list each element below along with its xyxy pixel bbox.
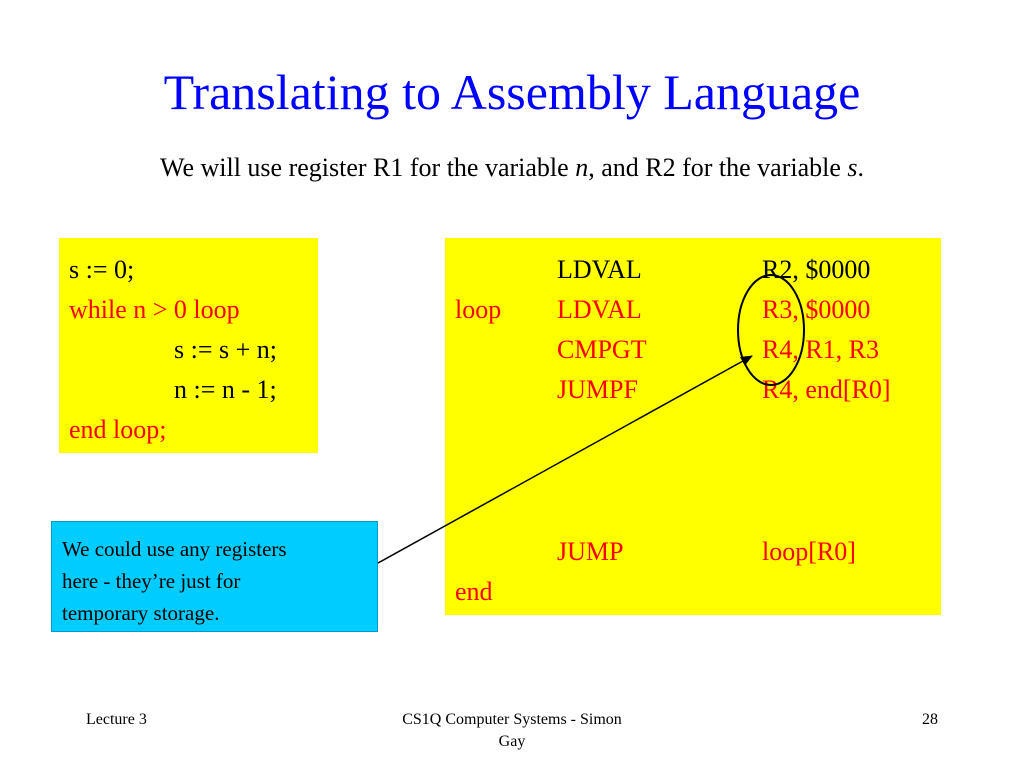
- asm-args: loop[R0]: [762, 537, 856, 566]
- callout-line: here - they’re just for: [62, 569, 241, 593]
- footer-course-line: CS1Q Computer Systems - Simon: [402, 711, 622, 728]
- footer-lecture: Lecture 3: [86, 711, 147, 728]
- asm-op: LDVAL: [557, 255, 642, 284]
- asm-args: R3, $0000: [762, 295, 871, 324]
- callout-box: We could use any registers here - they’r…: [51, 521, 378, 632]
- asm-args: R4, end[R0]: [762, 375, 891, 404]
- intro-var-s: s: [847, 153, 858, 182]
- asm-label: loop: [455, 295, 502, 324]
- intro-part1: We will use register R1 for the variable: [159, 153, 576, 182]
- asm-op: LDVAL: [557, 295, 642, 324]
- slide-title: Translating to Assembly Language: [163, 64, 861, 120]
- highlight-circle: [737, 274, 805, 386]
- asm-op: CMPGT: [557, 335, 647, 364]
- callout-line: temporary storage.: [62, 601, 220, 625]
- intro-text: We will use register R1 for the variable…: [0, 150, 1024, 186]
- callout-line: We could use any registers: [62, 537, 287, 561]
- footer-course: CS1Q Computer Systems - Simon Gay: [362, 709, 662, 753]
- asm-op: JUMPF: [557, 375, 638, 404]
- pseudocode-line: n := n - 1;: [174, 375, 277, 404]
- pseudocode-line: end loop;: [69, 415, 167, 444]
- pseudocode-line: s := s + n;: [174, 335, 278, 364]
- intro-part2: , and R2 for the variable: [588, 153, 848, 182]
- asm-args: R4, R1, R3: [762, 335, 880, 364]
- pseudocode-line: while n > 0 loop: [69, 295, 240, 324]
- callout-text: We could use any registers here - they’r…: [62, 533, 374, 629]
- pseudocode-block: s := 0; while n > 0 loop s := s + n; n :…: [59, 238, 318, 453]
- asm-args: R2, $0000: [762, 255, 871, 284]
- asm-label: end: [455, 577, 493, 606]
- intro-part3: .: [857, 153, 865, 182]
- pseudocode-line: s := 0;: [69, 255, 135, 284]
- intro-var-n: n: [575, 153, 589, 182]
- page-number: 28: [922, 711, 938, 728]
- assembly-block: LDVAL R2, $0000 loop LDVAL R3, $0000 CMP…: [445, 238, 941, 615]
- callout-arrow: [377, 355, 753, 564]
- footer-course-line: Gay: [498, 733, 526, 750]
- asm-op: JUMP: [557, 537, 624, 566]
